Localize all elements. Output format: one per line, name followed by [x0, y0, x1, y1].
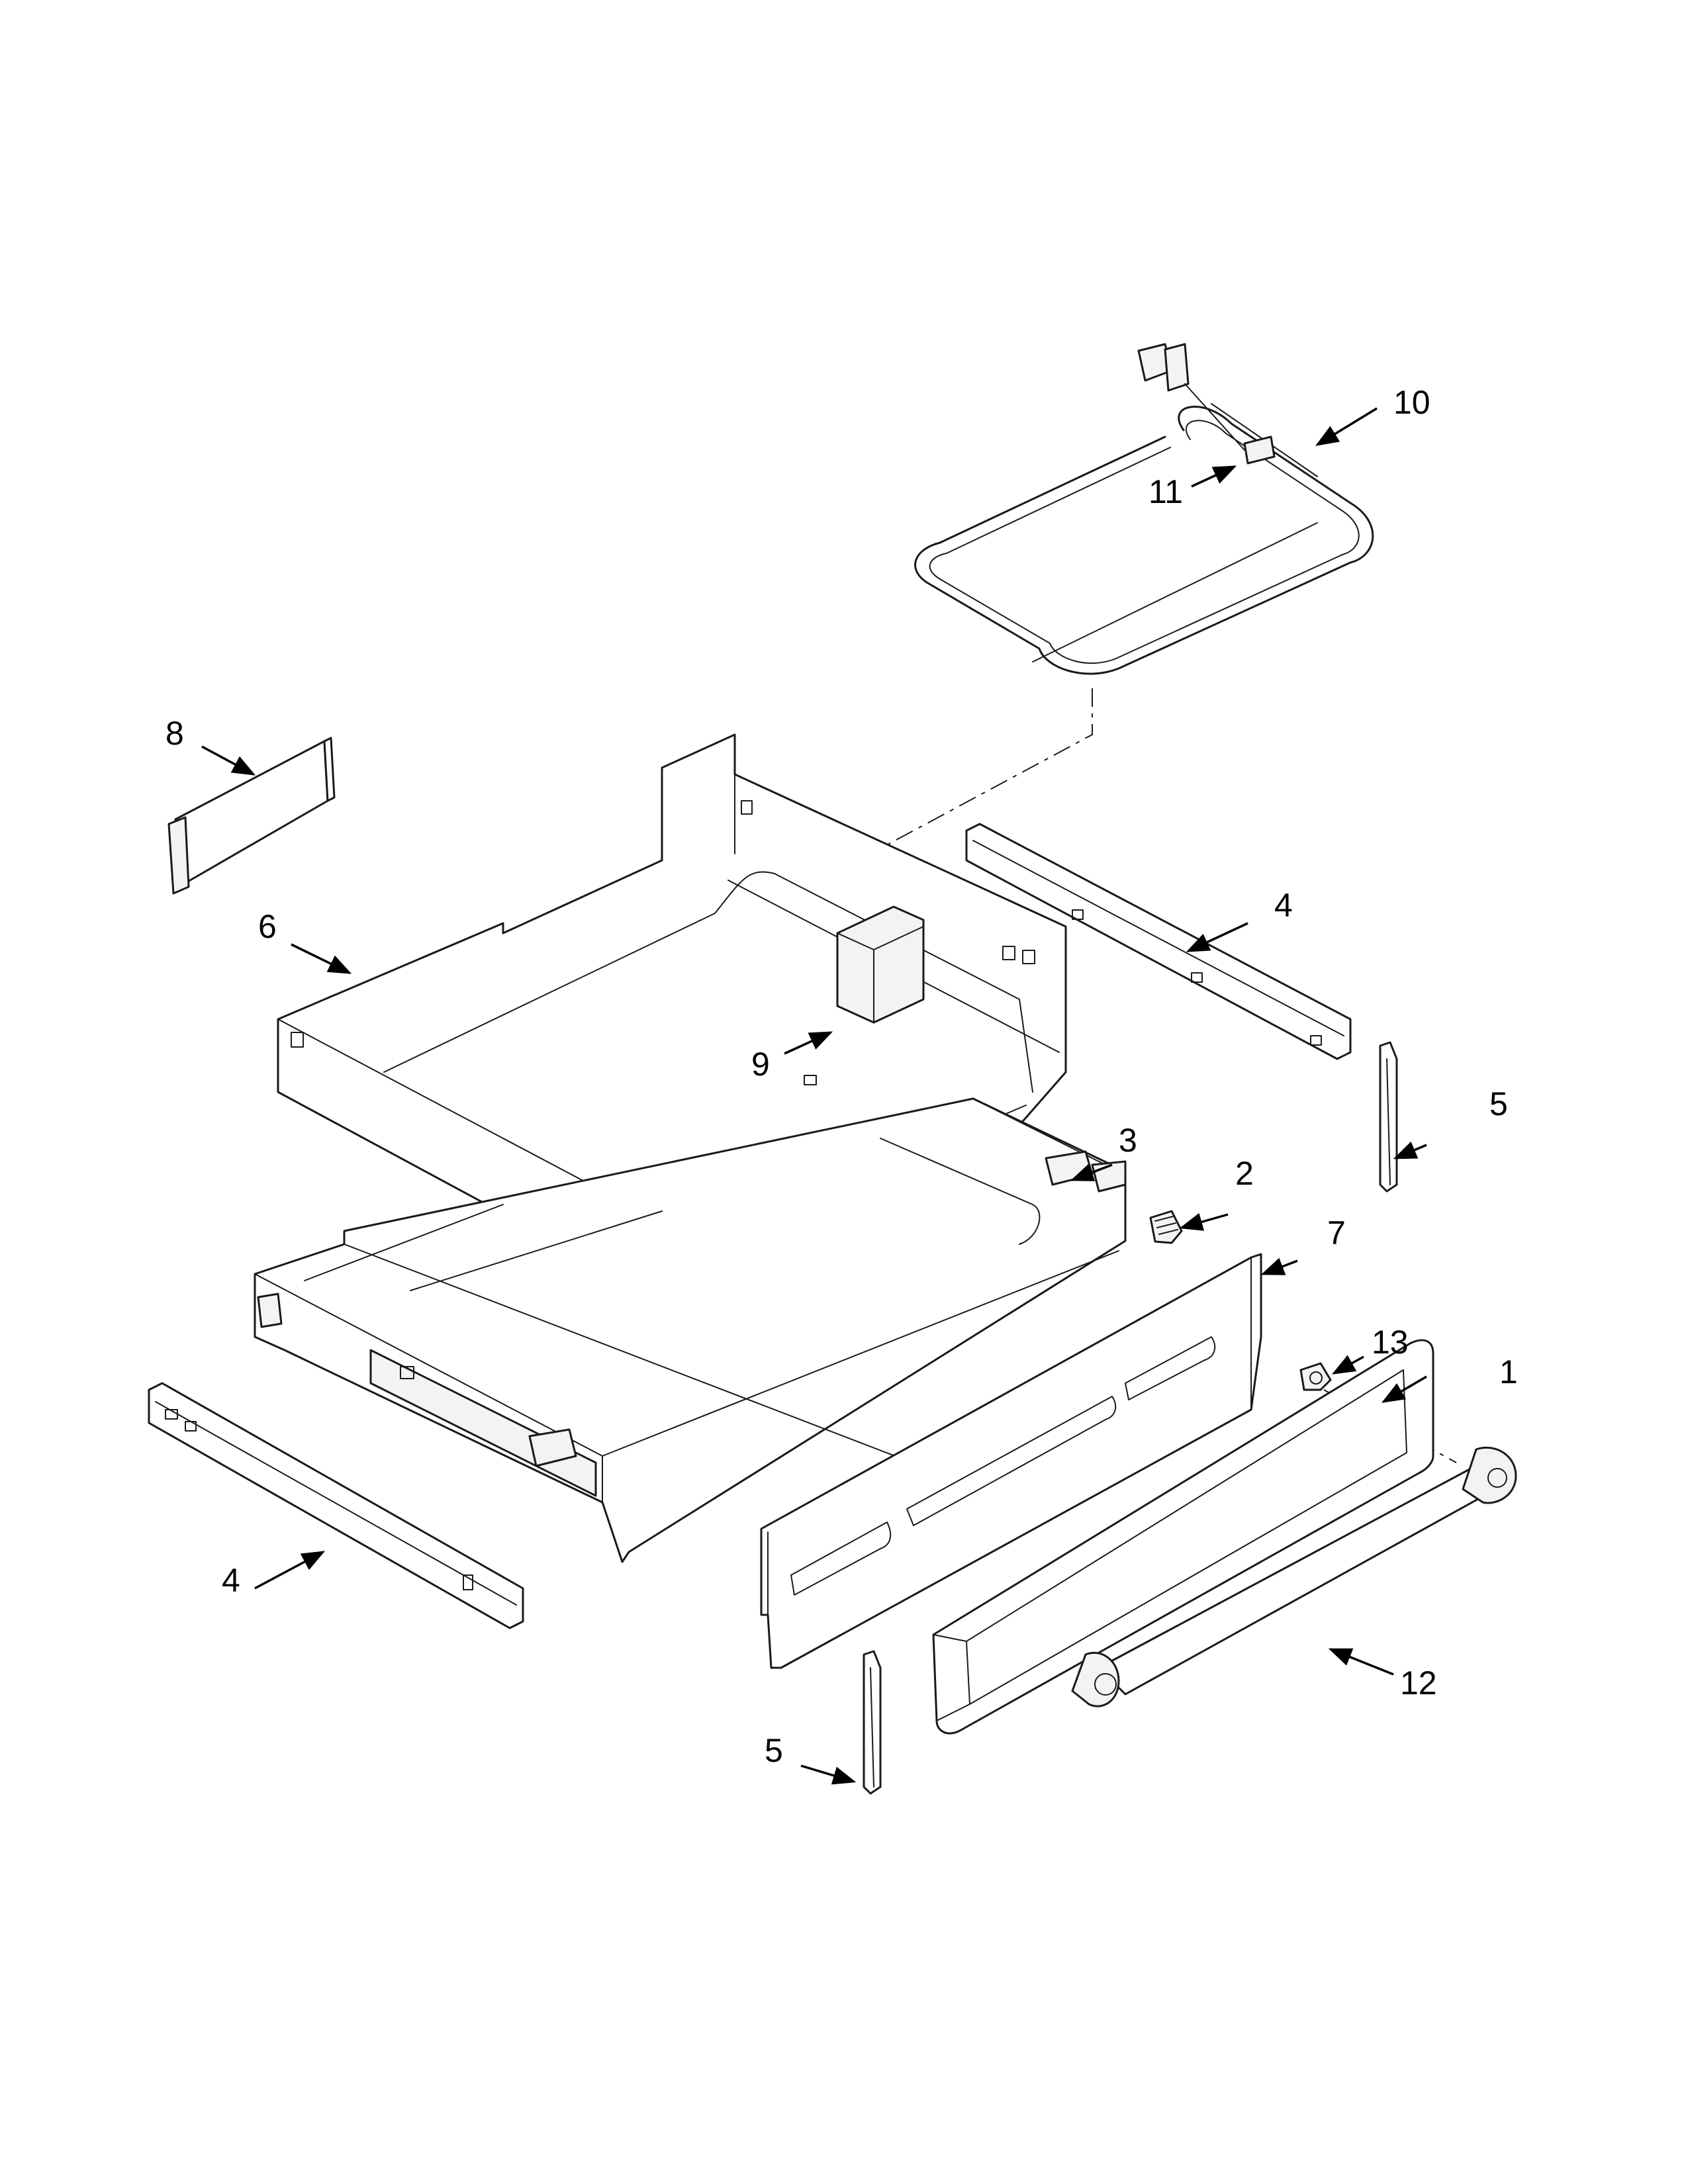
part-inner-front-panel [760, 1253, 1262, 1669]
part-bake-element [914, 343, 1374, 675]
part-rear-panel [167, 737, 336, 895]
part-slide-bracket-upper [1379, 1041, 1398, 1193]
callout-4-upper: 4 [1274, 887, 1293, 924]
part-slide-bracket-lower [863, 1650, 882, 1795]
callout-3: 3 [1119, 1122, 1137, 1159]
callout-10: 10 [1393, 384, 1430, 421]
callout-12: 12 [1400, 1664, 1437, 1702]
part-outer-drawer-front [932, 1339, 1434, 1735]
part-drawer-slide-left [148, 1382, 524, 1629]
callout-8: 8 [165, 715, 184, 752]
callout-4-lower: 4 [222, 1562, 240, 1599]
callout-2: 2 [1235, 1155, 1254, 1192]
part-handle [1071, 1446, 1517, 1707]
callout-labels: 1 2 3 4 4 5 5 6 7 8 9 10 11 12 13 [165, 384, 1518, 1769]
part-drawer-slide-right [965, 823, 1352, 1060]
leader-arrows [201, 407, 1427, 1785]
part-bumper [1299, 1362, 1332, 1391]
callout-7: 7 [1327, 1214, 1346, 1251]
callout-1: 1 [1499, 1353, 1518, 1390]
part-sensor-bracket [836, 905, 925, 1024]
callout-5-upper: 5 [1489, 1085, 1508, 1122]
callout-5-lower: 5 [765, 1732, 783, 1769]
callout-9: 9 [751, 1046, 770, 1083]
part-drawer-body [254, 1097, 1127, 1563]
part-screw [1149, 1210, 1183, 1244]
callout-6: 6 [258, 908, 277, 945]
callout-11: 11 [1149, 473, 1183, 510]
callout-13: 13 [1372, 1324, 1409, 1361]
